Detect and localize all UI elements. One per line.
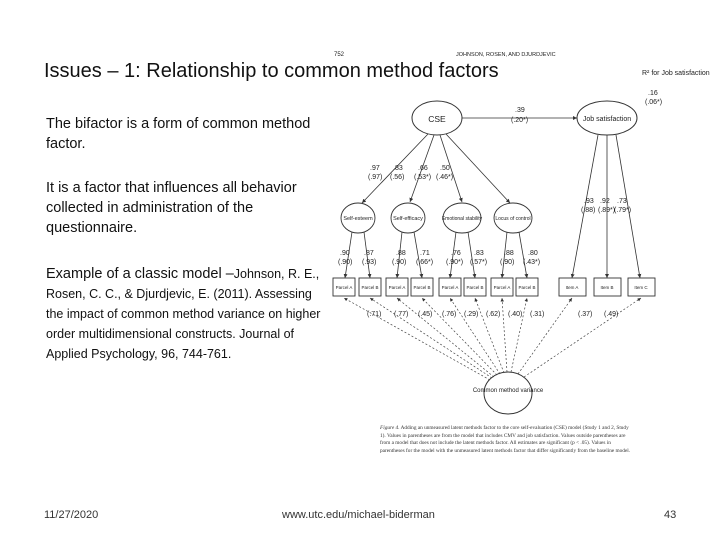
method-loading-1: (.71) bbox=[367, 311, 381, 318]
job-loading-3b: (.79*) bbox=[614, 207, 631, 214]
job-item-label-3: Item C bbox=[634, 285, 648, 290]
parcel-loading-7: .88 bbox=[504, 250, 514, 257]
parcel-loading-6: .83 bbox=[474, 250, 484, 257]
parcel-label-2: Parcel B bbox=[361, 285, 378, 290]
r2-title: R² for Job satisfaction bbox=[642, 70, 710, 77]
method-loading-2: (.77) bbox=[394, 311, 408, 318]
job-item-label-2: Item B bbox=[600, 285, 613, 290]
parcel-loading-2: .87 bbox=[364, 250, 374, 257]
method-loading-7: (.40) bbox=[508, 311, 522, 318]
example-paragraph: Example of a classic model –Johnson, R. … bbox=[46, 264, 331, 364]
method-loading-8: (.31) bbox=[530, 311, 544, 318]
fo-loading-2: .83 bbox=[393, 165, 403, 172]
parcel-box-8 bbox=[515, 277, 539, 297]
factor-description: It is a factor that influences all behav… bbox=[46, 180, 297, 236]
locus-of-control-label: Locus of control bbox=[495, 216, 530, 222]
parcel-box-2 bbox=[358, 277, 382, 297]
common-method-label: Common method variance bbox=[473, 388, 544, 394]
fo-loading-4: .50 bbox=[440, 165, 450, 172]
parcel-box-5 bbox=[438, 277, 462, 297]
r2-value: .16 bbox=[648, 90, 658, 97]
job-item-label-1: Item A bbox=[566, 285, 579, 290]
slide-number: 43 bbox=[664, 509, 677, 521]
r2-value-2: (.06*) bbox=[645, 99, 662, 106]
footer-url[interactable]: www.utc.edu/michael-biderman bbox=[282, 509, 435, 521]
job-item-box-1 bbox=[558, 277, 587, 297]
method-loading-10: (.49) bbox=[604, 311, 618, 318]
method-loading-6: (.62) bbox=[486, 311, 500, 318]
parcel-loading-4b: (.66*) bbox=[416, 259, 433, 266]
parcel-loading-5b: (.90*) bbox=[446, 259, 463, 266]
parcel-loading-1: .90 bbox=[340, 250, 350, 257]
job-satisfaction-label: Job satisfaction bbox=[583, 116, 631, 123]
parcel-label-8: Parcel B bbox=[518, 285, 535, 290]
parcel-loading-4: .71 bbox=[420, 250, 430, 257]
fo-loading-2b: (.56) bbox=[390, 174, 404, 181]
method-loading-9: (.37) bbox=[578, 311, 592, 318]
slide-title: Issues – 1: Relationship to common metho… bbox=[44, 60, 499, 82]
self-esteem-ellipse bbox=[340, 202, 376, 234]
parcel-box-4 bbox=[410, 277, 434, 297]
common-method-ellipse bbox=[483, 371, 533, 415]
emotional-stability-label: Emotional stability bbox=[442, 216, 483, 222]
method-loading-3: (.45) bbox=[418, 311, 432, 318]
method-loading-5: (.29) bbox=[464, 311, 478, 318]
example-lead: Example of a classic model – bbox=[46, 266, 234, 282]
parcel-box-3 bbox=[385, 277, 409, 297]
parcel-label-5: Parcel A bbox=[442, 285, 459, 290]
job-loading-1b: (.88) bbox=[581, 207, 595, 214]
figure-caption: Figure 4. Adding an unmeasured latent me… bbox=[380, 425, 632, 467]
locus-of-control-ellipse bbox=[493, 202, 533, 234]
figure-page-header: JOHNSON, ROSEN, AND DJURDJEVIC bbox=[456, 52, 556, 58]
parcel-loading-1b: (.90) bbox=[338, 259, 352, 266]
fo-loading-1b: (.97) bbox=[368, 174, 382, 181]
parcel-box-7 bbox=[490, 277, 514, 297]
parcel-box-6 bbox=[463, 277, 487, 297]
cse-job-path-value-2: (.20*) bbox=[511, 117, 528, 124]
figure-caption-text: Adding an unmeasured latent methods fact… bbox=[380, 425, 631, 454]
figure-page-number: 752 bbox=[334, 52, 345, 58]
parcel-label-3: Parcel A bbox=[389, 285, 406, 290]
fo-loading-4b: (.46*) bbox=[436, 174, 453, 181]
parcel-loading-5: .76 bbox=[451, 250, 461, 257]
cse-job-path-value: .39 bbox=[515, 107, 525, 114]
fo-loading-3: .66 bbox=[418, 165, 428, 172]
fo-loading-1: .97 bbox=[370, 165, 380, 172]
parcel-label-4: Parcel B bbox=[413, 285, 430, 290]
parcel-loading-7b: (.90) bbox=[500, 259, 514, 266]
parcel-loading-8: .80 bbox=[528, 250, 538, 257]
parcel-loading-6b: (.57*) bbox=[470, 259, 487, 266]
self-efficacy-ellipse bbox=[390, 202, 426, 234]
self-efficacy-label: Self-efficacy bbox=[393, 216, 423, 222]
citation: Johnson, R. E., Rosen, C. C., & Djurdjev… bbox=[46, 267, 321, 361]
job-item-box-3 bbox=[627, 277, 656, 297]
method-loading-4: (.76) bbox=[442, 311, 456, 318]
footer-date: 11/27/2020 bbox=[44, 509, 99, 521]
parcel-loading-2b: (.93) bbox=[362, 259, 376, 266]
figure-caption-lead: Figure 4. bbox=[380, 425, 400, 431]
parcel-label-1: Parcel A bbox=[336, 285, 353, 290]
parcel-label-7: Parcel A bbox=[494, 285, 511, 290]
parcel-label-6: Parcel B bbox=[466, 285, 483, 290]
job-loading-2b: (.89*) bbox=[598, 207, 615, 214]
fo-loading-3b: (.53*) bbox=[414, 174, 431, 181]
job-loading-3: .73 bbox=[617, 198, 627, 205]
job-item-box-2 bbox=[593, 277, 622, 297]
bifactor-definition: The bifactor is a form of common method … bbox=[46, 116, 311, 152]
emotional-stability-ellipse bbox=[442, 202, 482, 234]
parcel-loading-8b: (.43*) bbox=[523, 259, 540, 266]
self-esteem-label: Self-esteem bbox=[343, 216, 373, 222]
cse-label: CSE bbox=[428, 114, 446, 124]
parcel-loading-3b: (.90) bbox=[392, 259, 406, 266]
job-loading-2: .92 bbox=[600, 198, 610, 205]
job-loading-1: .93 bbox=[584, 198, 594, 205]
parcel-box-1 bbox=[332, 277, 356, 297]
parcel-loading-3: .88 bbox=[396, 250, 406, 257]
